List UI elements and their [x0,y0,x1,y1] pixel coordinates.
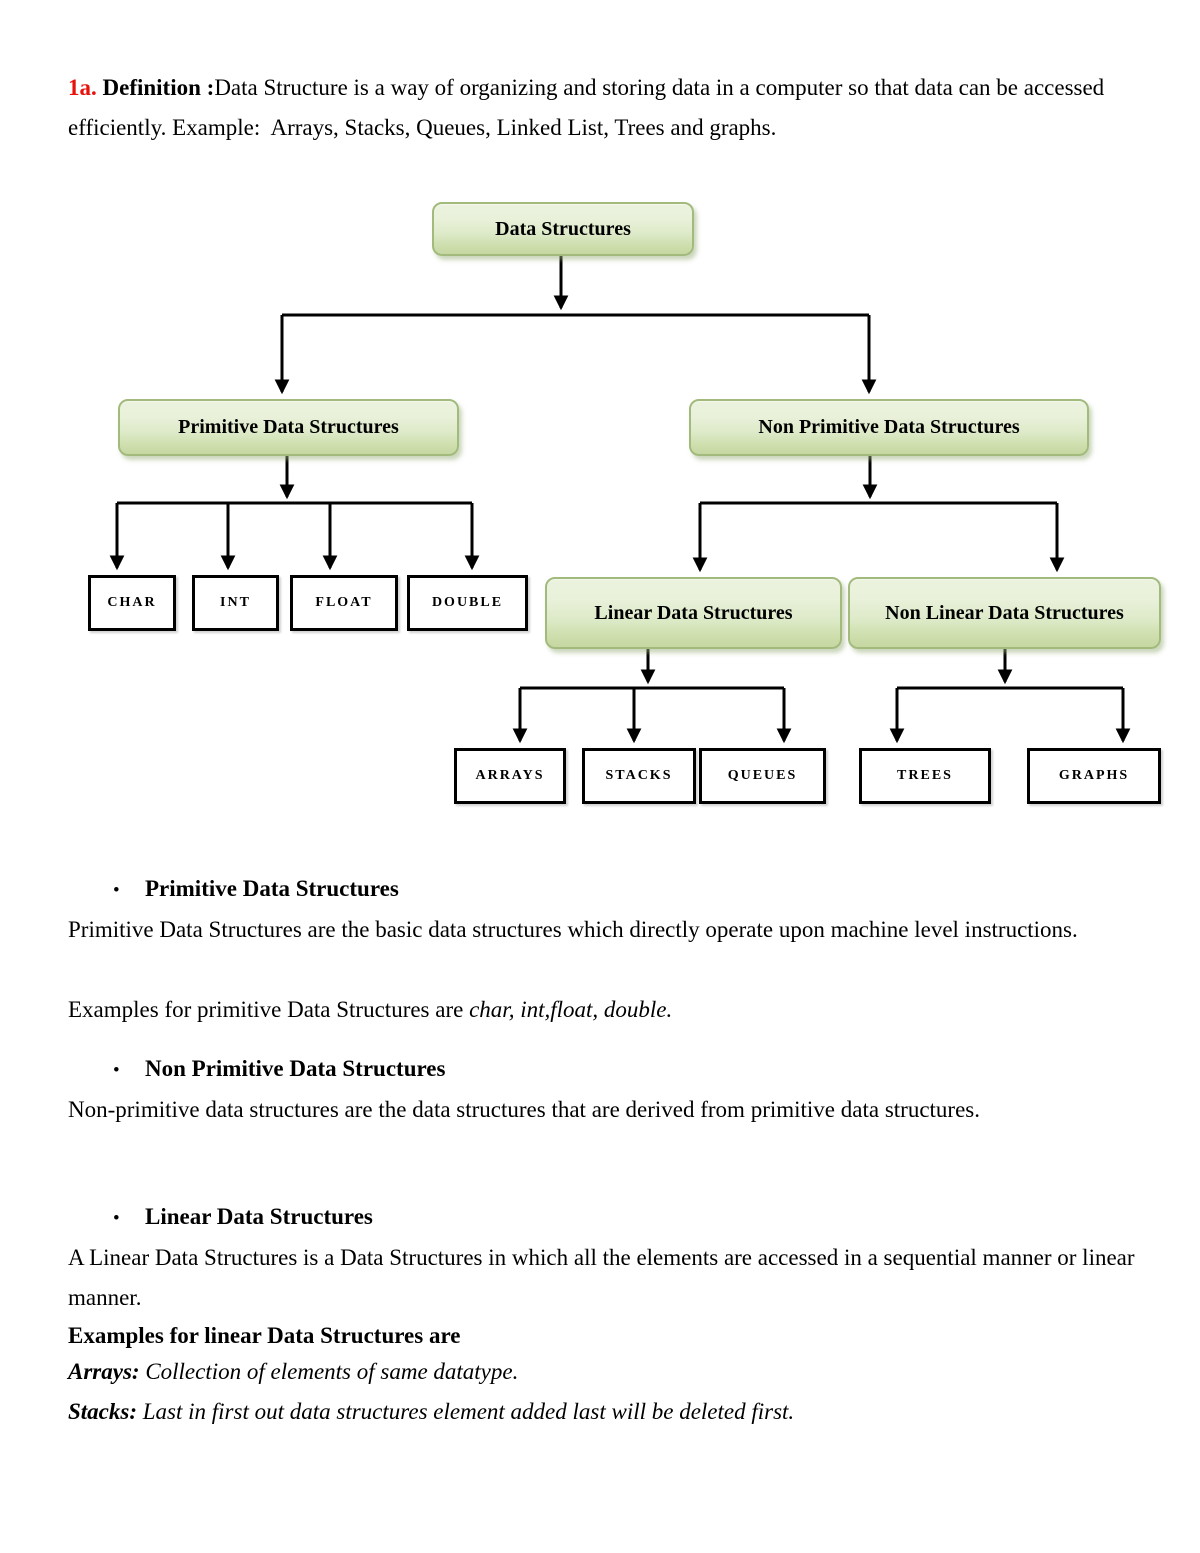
intro-text: Data Structure is a way of organizing an… [68,75,1110,140]
leaf-int: INT [192,575,279,631]
node-data-structures-label: Data Structures [495,217,631,240]
linear-section-heading-row: • Linear Data Structures [113,1198,373,1238]
node-non-primitive-label: Non Primitive Data Structures [758,416,1020,438]
primitive-section-body: Primitive Data Structures are the basic … [68,917,1078,942]
leaf-trees: TREES [859,748,991,804]
intro-paragraph: 1a. Definition :Data Structure is a way … [68,68,1146,148]
node-non-linear-label: Non Linear Data Structures [885,601,1124,624]
non-primitive-section-heading: Non Primitive Data Structures [145,1056,446,1081]
arrays-definition: Collection of elements of same datatype. [139,1359,519,1384]
leaf-char-label: CHAR [107,595,157,610]
primitive-examples-prefix: Examples for primitive Data Structures a… [68,997,470,1022]
non-primitive-section-body: Non-primitive data structures are the da… [68,1097,980,1122]
linear-example-stacks: Stacks: Last in first out data structure… [68,1392,1146,1432]
node-data-structures: Data Structures [432,202,694,256]
stacks-term: Stacks: [68,1399,137,1424]
node-non-primitive-data-structures: Non Primitive Data Structures [689,399,1089,456]
primitive-section-heading: Primitive Data Structures [145,876,399,901]
linear-section-heading: Linear Data Structures [145,1204,373,1229]
linear-example-arrays: Arrays: Collection of elements of same d… [68,1352,1146,1392]
node-primitive-label: Primitive Data Structures [178,416,399,438]
leaf-double: DOUBLE [407,575,528,631]
arrays-term: Arrays: [68,1359,140,1384]
linear-section-body: A Linear Data Structures is a Data Struc… [68,1245,1141,1310]
stacks-definition: Last in first out data structures elemen… [137,1399,795,1424]
leaf-stacks: STACKS [582,748,696,804]
leaf-queues-label: QUEUES [727,768,798,783]
primitive-section-examples: Examples for primitive Data Structures a… [68,990,1146,1030]
leaf-arrays: ARRAYS [454,748,566,804]
leaf-trees-label: TREES [897,768,953,783]
leaf-char: CHAR [88,575,176,631]
primitive-section-heading-row: • Primitive Data Structures [113,870,399,910]
node-primitive-data-structures: Primitive Data Structures [118,399,459,456]
node-non-linear-data-structures: Non Linear Data Structures [848,577,1161,649]
linear-examples-heading: Examples for linear Data Structures are [68,1323,461,1348]
leaf-graphs: GRAPHS [1027,748,1161,804]
leaf-int-label: INT [220,595,251,610]
leaf-graphs-label: GRAPHS [1058,768,1130,783]
bullet-icon: • [113,1208,120,1229]
bullet-icon: • [113,1060,120,1081]
non-primitive-section-heading-row: • Non Primitive Data Structures [113,1050,445,1090]
bullet-icon: • [113,880,120,901]
leaf-stacks-label: STACKS [605,768,673,783]
leaf-float: FLOAT [290,575,398,631]
intro-term: Definition : [96,75,215,100]
diagram-connectors [109,252,1131,744]
leaf-queues: QUEUES [699,748,826,804]
leaf-double-label: DOUBLE [431,595,504,610]
node-linear-data-structures: Linear Data Structures [545,577,842,649]
primitive-examples-list: char, int,float, double. [469,997,673,1022]
intro-number: 1a. [68,75,97,100]
node-linear-label: Linear Data Structures [594,601,793,624]
leaf-arrays-label: ARRAYS [475,768,545,783]
leaf-float-label: FLOAT [315,595,373,610]
